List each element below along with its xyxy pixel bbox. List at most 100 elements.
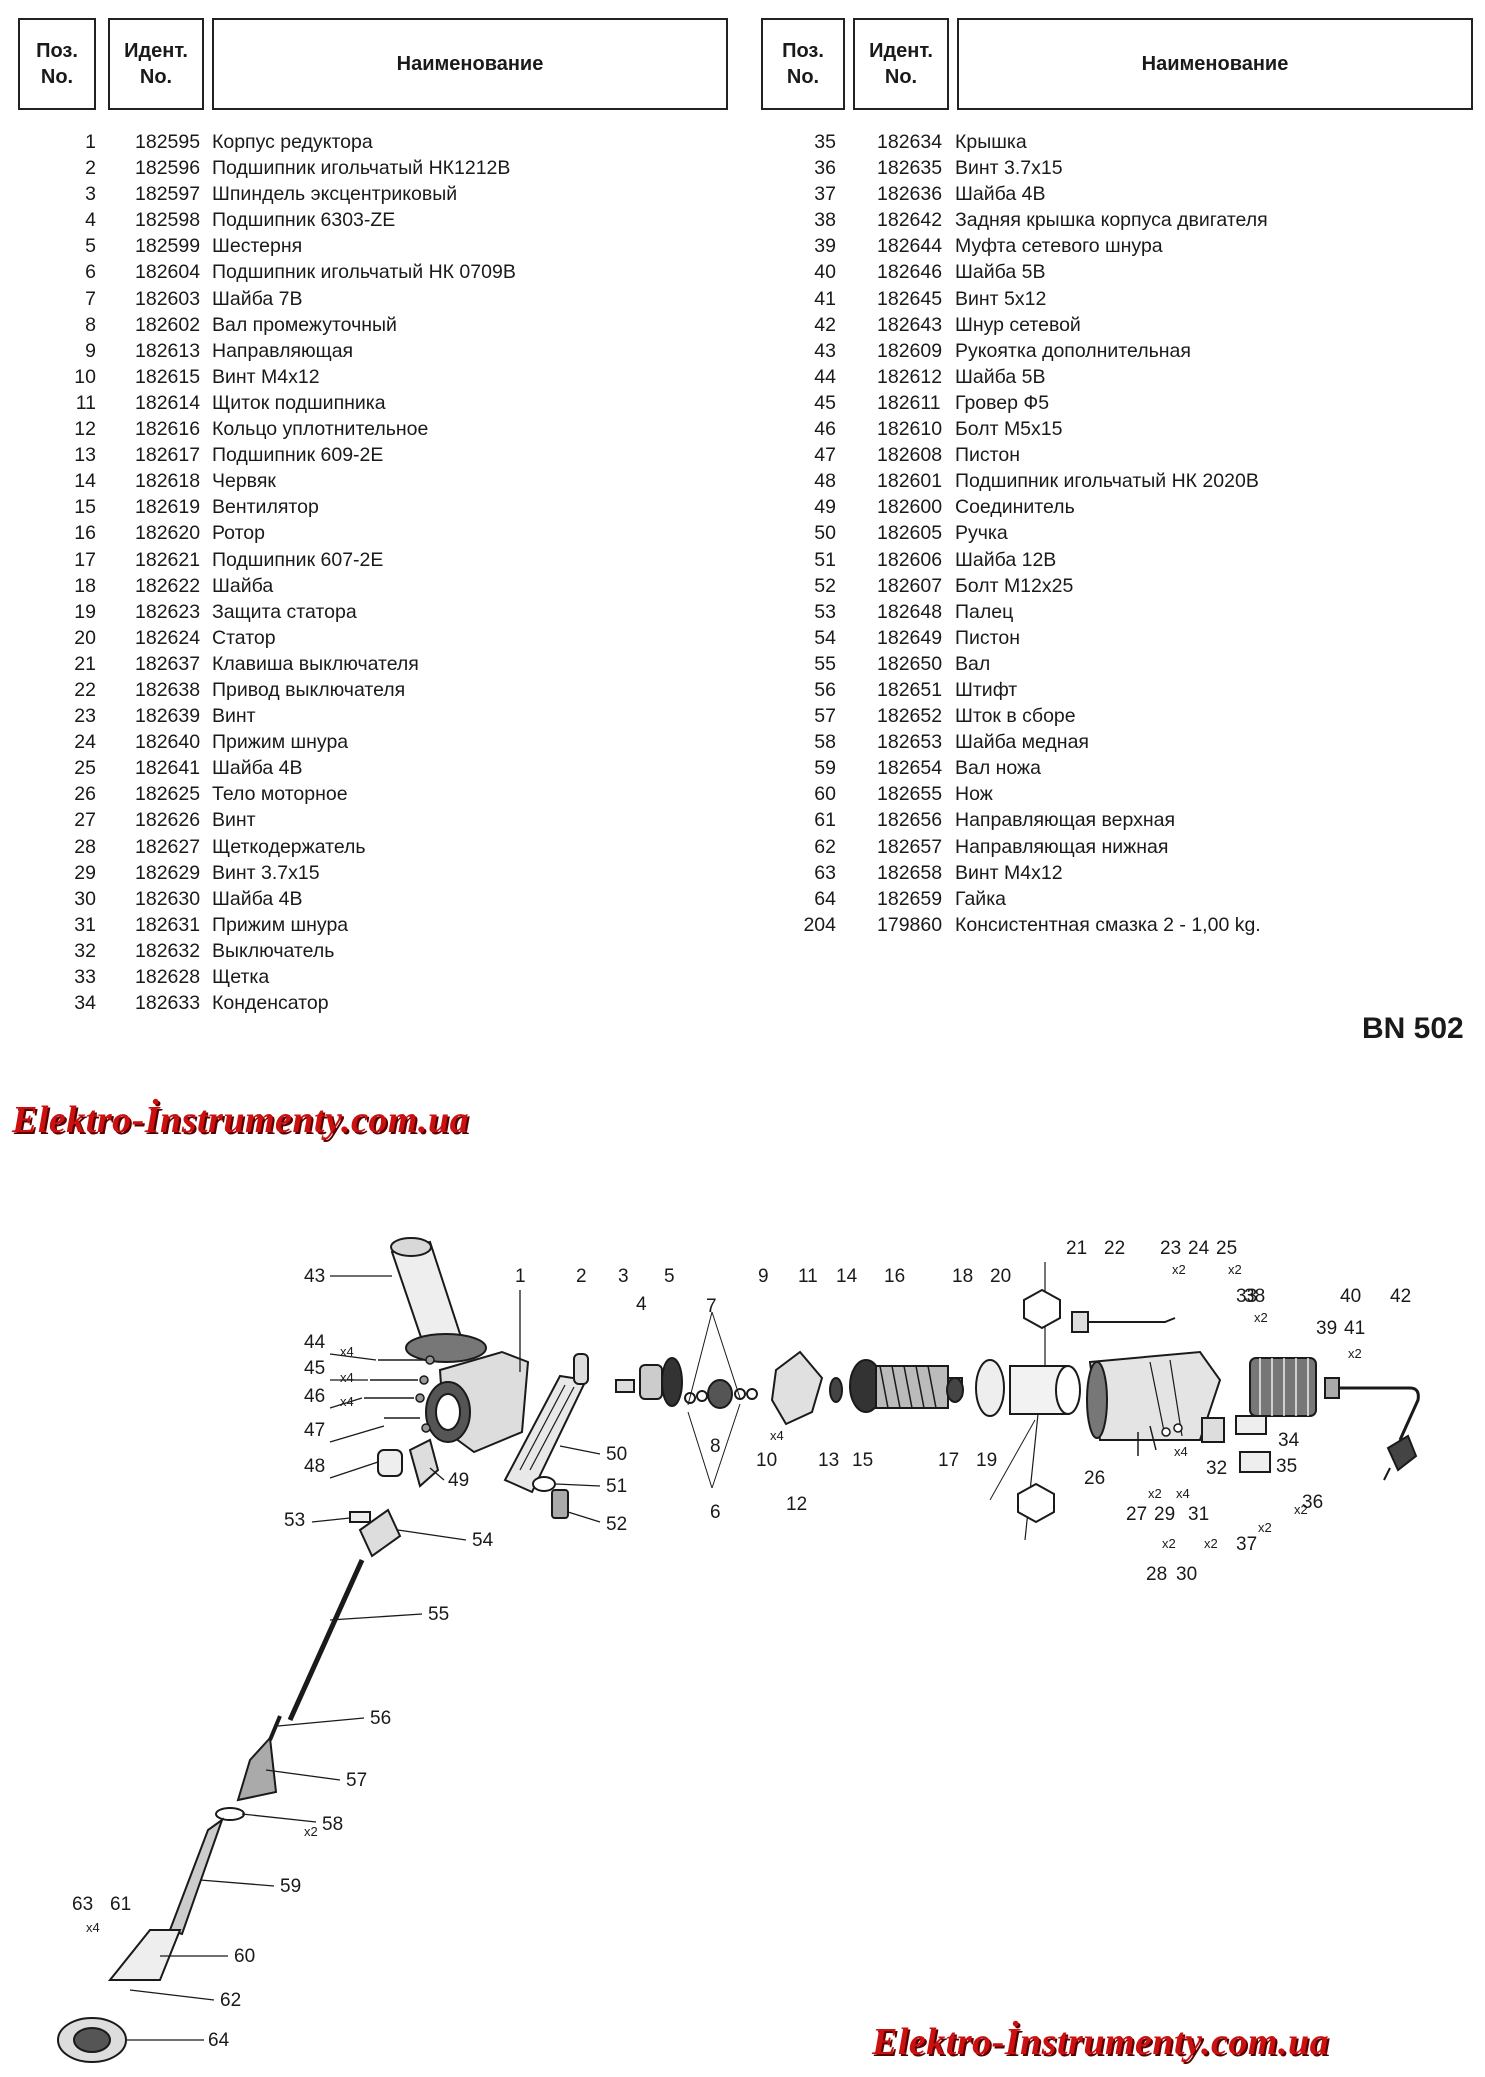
parts-pos: 21 <box>74 652 96 675</box>
parts-ident: 182626 <box>135 809 201 832</box>
connector-part <box>408 1438 440 1488</box>
parts-pos: 37 <box>814 183 836 206</box>
parts-pos: 54 <box>814 626 836 649</box>
watermark-top: Elektro-İnstrumenty.com.ua <box>12 1099 470 1141</box>
parts-ident: 182596 <box>135 157 201 180</box>
parts-name: Прижим шнура <box>212 731 349 754</box>
parts-name: Вал ножа <box>955 757 1041 780</box>
brush-parts <box>1137 1423 1183 1456</box>
parts-name: Шайба 4В <box>212 757 303 780</box>
parts-ident: 182629 <box>135 861 201 884</box>
motor-body-part <box>1086 1350 1222 1441</box>
callout-label: 13 <box>818 1450 839 1471</box>
callout-label: 22 <box>1104 1238 1125 1259</box>
switch-actuator-part <box>1071 1311 1176 1333</box>
callout-label: 58 <box>322 1814 343 1835</box>
header-ident-left: Идент. No. <box>108 18 204 110</box>
parts-pos: 6 <box>85 261 96 284</box>
parts-ident: 182644 <box>877 235 943 258</box>
parts-ident: 182602 <box>135 313 201 336</box>
callout-label: 1 <box>515 1266 526 1287</box>
parts-name: Подшипник 607-2E <box>212 548 384 571</box>
quantity-label: x4 <box>1176 1486 1190 1501</box>
parts-ident: 182628 <box>135 966 201 988</box>
callout-label: 39 <box>1316 1318 1337 1339</box>
callout-label: 11 <box>798 1266 818 1287</box>
callout-label: 32 <box>1206 1458 1227 1479</box>
parts-ident: 182630 <box>135 887 201 910</box>
parts-name: Шайба 12В <box>955 548 1057 571</box>
quantity-label: x2 <box>304 1824 318 1839</box>
parts-name: Статор <box>212 626 276 649</box>
callout-label: 40 <box>1340 1286 1361 1307</box>
parts-ident: 182598 <box>135 209 201 232</box>
parts-name: Шайба 4В <box>212 887 303 910</box>
parts-name: Вал <box>955 652 991 675</box>
callout-label: 15 <box>852 1450 873 1471</box>
parts-pos: 16 <box>74 522 96 545</box>
parts-pos: 47 <box>814 444 836 467</box>
parts-ident: 182646 <box>877 261 943 284</box>
parts-ident: 182639 <box>135 705 201 728</box>
parts-ident: 182627 <box>135 835 201 858</box>
parts-name: Штифт <box>955 678 1018 701</box>
parts-ident: 182624 <box>135 626 201 649</box>
parts-pos: 10 <box>74 365 96 388</box>
parts-ident: 182595 <box>135 131 201 153</box>
leader-line <box>311 1517 351 1523</box>
parts-ident: 182613 <box>135 339 201 362</box>
parts-pos: 13 <box>74 444 96 467</box>
pin-56-part <box>268 1715 282 1741</box>
parts-name: Направляющая <box>212 339 354 362</box>
parts-ident: 182652 <box>877 705 943 728</box>
parts-name: Щиток подшипника <box>212 391 386 414</box>
parts-name: Шпиндель эксцентриковый <box>212 183 458 206</box>
parts-name: Прижим шнура <box>212 913 349 936</box>
parts-name: Шток в сборе <box>955 705 1076 728</box>
parts-name: Направляющая верхная <box>955 809 1176 832</box>
leader-line <box>265 1769 341 1781</box>
parts-ident: 182623 <box>135 600 201 623</box>
callout-label: 33 <box>1236 1286 1257 1307</box>
callout-label: 9 <box>758 1266 769 1287</box>
washer-12b-part <box>532 1476 556 1492</box>
quantity-label: x2 <box>1348 1346 1362 1361</box>
parts-ident: 182605 <box>877 522 943 545</box>
exploded-diagram: 1234567891011121314151617181920212223242… <box>57 1237 1420 2063</box>
parts-ident: 182604 <box>135 261 201 284</box>
parts-pos: 38 <box>814 209 836 232</box>
parts-pos: 55 <box>814 652 836 675</box>
parts-name: Кольцо уплотнительное <box>212 418 429 441</box>
parts-pos: 31 <box>74 913 96 936</box>
parts-ident: 182609 <box>877 339 943 362</box>
parts-ident: 182633 <box>135 992 201 1015</box>
parts-pos: 22 <box>74 678 96 701</box>
parts-name: Винт 3.7x15 <box>955 157 1063 180</box>
callout-label: 24 <box>1188 1238 1210 1259</box>
parts-ident: 182651 <box>877 678 943 701</box>
parts-name: Пистон <box>955 444 1020 467</box>
parts-name: Муфта сетевого шнура <box>955 235 1163 258</box>
parts-name: Соединитель <box>955 496 1075 519</box>
bolt-m12-part <box>551 1489 569 1519</box>
blade-part <box>107 1929 182 1981</box>
parts-pos: 8 <box>85 313 96 336</box>
parts-name: Подшипник игольчатый НК1212В <box>212 157 511 180</box>
parts-name: Выключатель <box>212 939 335 962</box>
